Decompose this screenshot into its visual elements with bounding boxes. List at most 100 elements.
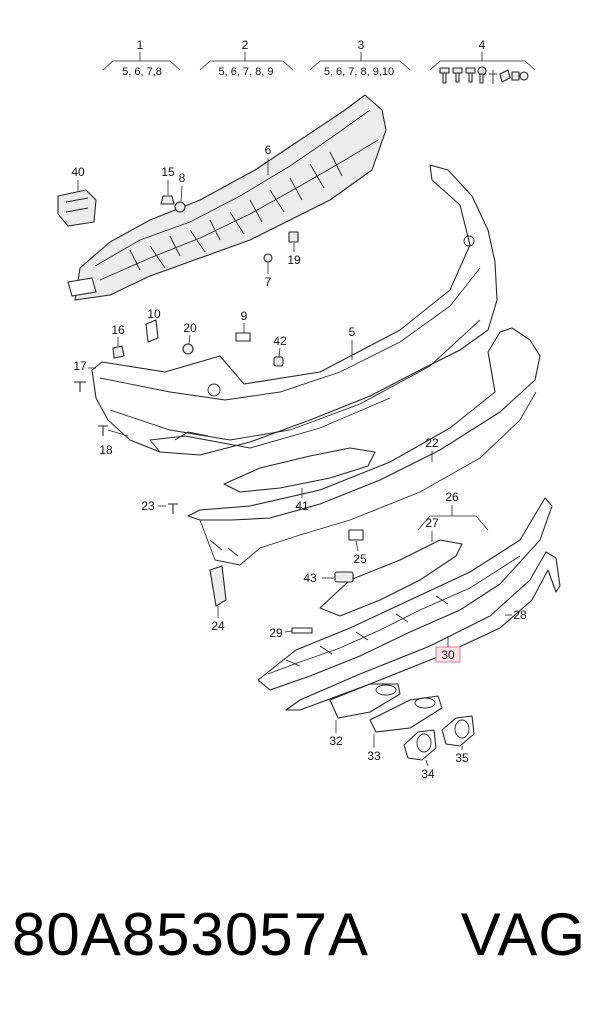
callout-15[interactable]: 15 (161, 165, 175, 195)
brand-label: VAG (460, 901, 586, 968)
callout-30[interactable]: 30 (435, 636, 461, 663)
exhaust-tip-35[interactable] (441, 715, 475, 747)
callout-33[interactable]: 33 (367, 734, 381, 763)
clip-19[interactable] (288, 231, 299, 243)
trim-strip-30[interactable] (285, 551, 561, 711)
svg-text:9: 9 (241, 309, 248, 323)
svg-text:8: 8 (179, 171, 186, 185)
svg-text:23: 23 (141, 499, 155, 513)
svg-text:18: 18 (99, 443, 113, 457)
callout-26[interactable]: 26 (417, 490, 489, 531)
group-header-1[interactable]: 1 5, 6, 7,8 (102, 38, 181, 78)
callout-23[interactable]: 23 (141, 499, 166, 513)
svg-text:27: 27 (425, 516, 439, 530)
screw-7[interactable] (263, 253, 273, 263)
group-header-2[interactable]: 2 5, 6, 7, 8, 9 (199, 38, 294, 78)
callout-35[interactable]: 35 (455, 746, 469, 765)
clip-25[interactable] (348, 529, 364, 541)
svg-text:40: 40 (71, 165, 85, 179)
exhaust-trim-33[interactable] (369, 695, 443, 733)
footer: 80A853057A VAG (0, 880, 600, 1000)
exhaust-tip-34[interactable] (403, 729, 437, 761)
clip-16[interactable] (112, 345, 125, 359)
callout-43[interactable]: 43 (303, 571, 334, 585)
callout-18[interactable]: 18 (99, 429, 129, 457)
callout-10[interactable]: 10 (147, 307, 161, 321)
callout-28[interactable]: 28 (505, 608, 527, 622)
svg-text:32: 32 (329, 734, 343, 748)
svg-text:25: 25 (353, 552, 367, 566)
svg-text:5: 5 (349, 325, 356, 339)
callout-41[interactable]: 41 (295, 488, 309, 513)
svg-text:20: 20 (183, 321, 197, 335)
clip-29[interactable] (291, 627, 313, 634)
callout-29[interactable]: 29 (269, 626, 293, 640)
callout-25[interactable]: 25 (353, 540, 367, 566)
exhaust-trim-32[interactable] (329, 683, 401, 719)
screw-18[interactable] (98, 425, 108, 436)
svg-text:10: 10 (147, 307, 161, 321)
callout-20[interactable]: 20 (183, 321, 197, 345)
callout-7[interactable]: 7 (265, 262, 272, 289)
fastener-set-icon (439, 66, 529, 84)
nut-20[interactable] (182, 343, 194, 355)
svg-text:2: 2 (242, 38, 249, 52)
svg-text:29: 29 (269, 626, 283, 640)
callout-17[interactable]: 17 (73, 359, 96, 373)
svg-text:35: 35 (455, 751, 469, 765)
reflector-41[interactable] (223, 447, 376, 493)
callout-19[interactable]: 19 (287, 243, 301, 267)
svg-text:7: 7 (265, 275, 272, 289)
screw-23[interactable] (168, 503, 178, 514)
svg-text:6: 6 (265, 143, 272, 157)
diffuser-26[interactable] (257, 497, 553, 691)
callout-22[interactable]: 22 (425, 436, 439, 462)
svg-text:28: 28 (513, 608, 527, 622)
svg-text:34: 34 (421, 767, 435, 781)
svg-text:42: 42 (273, 334, 287, 348)
callout-40[interactable]: 40 (71, 165, 85, 192)
screw-17[interactable] (74, 381, 86, 392)
callout-6[interactable]: 6 (265, 143, 272, 175)
svg-text:26: 26 (445, 490, 459, 504)
bumper-reinforcement-6[interactable] (67, 94, 387, 301)
bracket-40[interactable] (57, 189, 97, 227)
clip-15[interactable] (160, 195, 175, 205)
part-number: 80A853057A (12, 901, 369, 968)
callout-8[interactable]: 8 (179, 171, 186, 202)
svg-text:5, 6, 7, 8, 9: 5, 6, 7, 8, 9 (218, 66, 273, 78)
callout-27[interactable]: 27 (425, 516, 439, 542)
clip-10[interactable] (145, 319, 159, 343)
bumper-cover-5[interactable] (91, 164, 498, 456)
bracket-24[interactable] (209, 565, 227, 607)
svg-text:4: 4 (479, 38, 486, 52)
svg-text:22: 22 (425, 436, 439, 450)
svg-text:5, 6, 7, 8, 9,10: 5, 6, 7, 8, 9,10 (324, 66, 394, 78)
nut-8[interactable] (174, 201, 186, 213)
svg-text:17: 17 (73, 359, 87, 373)
sensor-43[interactable] (334, 571, 354, 583)
callout-5[interactable]: 5 (349, 325, 356, 360)
svg-text:19: 19 (287, 253, 301, 267)
group-header-3[interactable]: 3 5, 6, 7, 8, 9,10 (309, 38, 411, 78)
svg-text:43: 43 (303, 571, 317, 585)
svg-text:30: 30 (441, 648, 455, 662)
callout-32[interactable]: 32 (329, 720, 343, 748)
callout-9[interactable]: 9 (241, 309, 248, 333)
callout-42[interactable]: 42 (273, 334, 287, 358)
svg-text:16: 16 (111, 323, 125, 337)
callout-16[interactable]: 16 (111, 323, 125, 346)
group-header-4[interactable]: 4 (429, 38, 536, 84)
svg-text:3: 3 (358, 38, 365, 52)
inner-panel-27[interactable] (319, 539, 463, 617)
svg-text:33: 33 (367, 749, 381, 763)
lower-trim-22[interactable] (187, 327, 541, 566)
svg-text:41: 41 (295, 499, 309, 513)
clip-9[interactable] (235, 332, 251, 342)
svg-text:5, 6, 7,8: 5, 6, 7,8 (122, 66, 162, 78)
callout-24[interactable]: 24 (211, 606, 225, 633)
callout-34[interactable]: 34 (421, 759, 435, 781)
svg-text:1: 1 (137, 38, 144, 52)
svg-text:15: 15 (161, 165, 175, 179)
sensor-42[interactable] (273, 356, 284, 367)
